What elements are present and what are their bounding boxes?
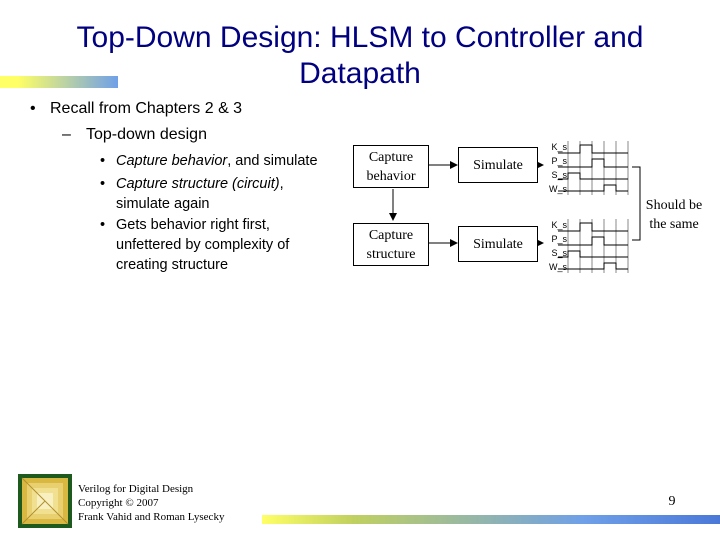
- bullet-marker: •: [100, 176, 106, 192]
- signal-label: P_s: [551, 156, 567, 166]
- signal-label: P_s: [551, 234, 567, 244]
- footer-credits: Verilog for Digital Design Copyright © 2…: [78, 482, 224, 524]
- bullet-italic: Capture behavior: [116, 153, 228, 169]
- signal-label: S_s: [551, 170, 567, 180]
- bullet-plain: , and simulate: [227, 153, 318, 169]
- bullet-marker: •: [30, 100, 36, 117]
- signal-label: W_s: [549, 262, 567, 272]
- waveform-top: [558, 141, 629, 195]
- flow-diagram-lines: [389, 141, 641, 273]
- bullet-level3-item: Capture behavior, and simulate: [116, 151, 346, 171]
- signal-label: W_s: [549, 184, 567, 194]
- footer-line: Verilog for Digital Design: [78, 483, 194, 495]
- bullet-level1: Recall from Chapters 2 & 3: [50, 100, 243, 117]
- bullet-marker: •: [100, 153, 106, 169]
- waveform-bottom: [558, 219, 629, 273]
- bullet-level3-item: Gets behavior right first, unfettered by…: [116, 215, 321, 275]
- bullet-level3-item: Capture structure (circuit), simulate ag…: [116, 174, 316, 214]
- capture-structure-box: Capture structure: [353, 223, 429, 266]
- should-be-same-note: Should be the same: [645, 198, 703, 232]
- bullet-dash: –: [62, 126, 71, 143]
- book-logo-icon: [18, 474, 72, 528]
- simulate-box-top: Simulate: [458, 147, 538, 183]
- slide-title: Top-Down Design: HLSM to Controller and …: [76, 21, 644, 90]
- bullet-plain: , simulate again: [116, 176, 284, 212]
- signal-label: K_s: [551, 220, 567, 230]
- signal-label: K_s: [551, 142, 567, 152]
- title-accent-bar: [0, 76, 118, 88]
- capture-behavior-box: Capture behavior: [353, 145, 429, 188]
- bullet-plain: Gets behavior right first, unfettered by…: [116, 217, 290, 273]
- bullet-italic: Capture structure (circuit): [116, 176, 280, 192]
- footer-line: Frank Vahid and Roman Lysecky: [78, 511, 225, 523]
- page-number: 9: [668, 494, 676, 509]
- simulate-box-bottom: Simulate: [458, 226, 538, 262]
- bullet-marker: •: [100, 217, 106, 233]
- signal-label: S_s: [551, 248, 567, 258]
- footer-accent-bar: [262, 515, 720, 524]
- comparison-bracket: [632, 166, 641, 241]
- footer-line: Copyright © 2007: [78, 497, 159, 509]
- bullet-level2: Top-down design: [86, 126, 207, 143]
